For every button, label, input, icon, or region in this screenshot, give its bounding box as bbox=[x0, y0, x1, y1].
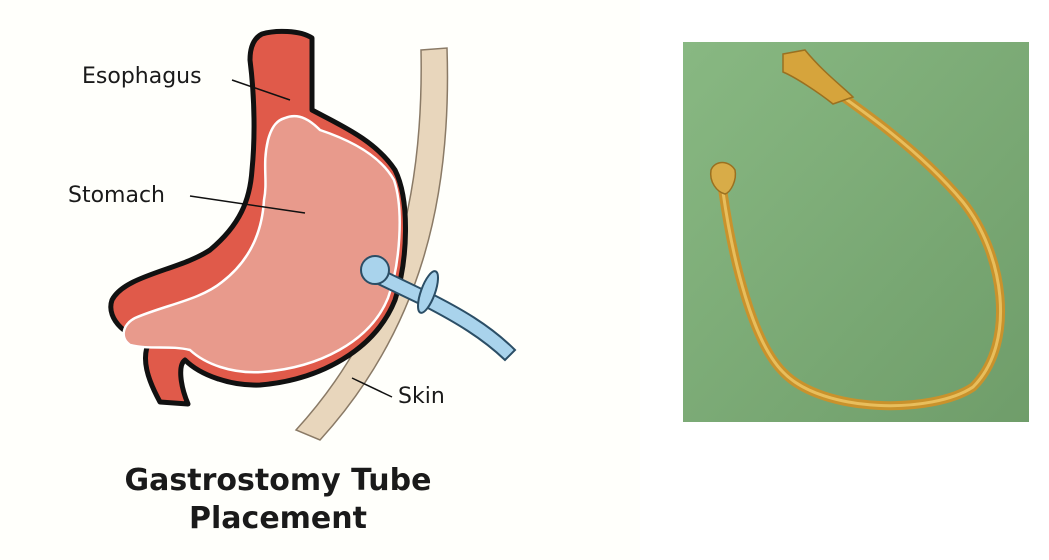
gtube-photo bbox=[683, 42, 1029, 422]
diagram-title: Gastrostomy Tube Placement bbox=[58, 462, 498, 538]
stomach-label: Stomach bbox=[68, 183, 165, 208]
skin-label: Skin bbox=[398, 384, 445, 409]
title-line-1: Gastrostomy Tube bbox=[58, 462, 498, 500]
title-line-2: Placement bbox=[58, 500, 498, 538]
diagram-panel: Esophagus Stomach Skin Gastrostomy Tube … bbox=[0, 0, 640, 560]
esophagus-label: Esophagus bbox=[82, 64, 202, 89]
gtube-balloon bbox=[361, 256, 389, 284]
